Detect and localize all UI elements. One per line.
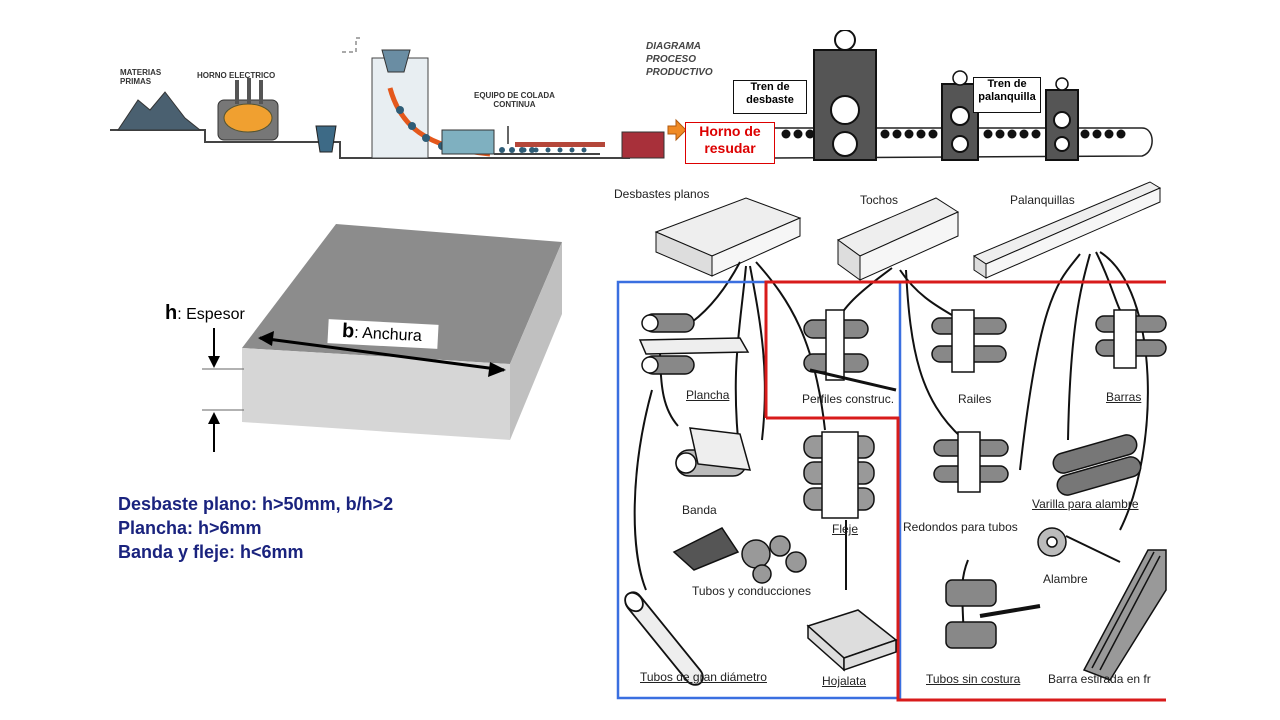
label-redondos: Redondos para tubos (903, 520, 1018, 534)
billet-bar-icon (972, 181, 1162, 279)
continuous-casting-icon (342, 37, 495, 159)
horno-resudar-box: Horno de resudar (685, 122, 775, 164)
tren-desbaste-box: Tren de desbaste (733, 80, 807, 114)
slab-block-icon (654, 197, 802, 277)
varilla-coil-icon (1052, 434, 1142, 496)
plancha-rolls-icon (638, 313, 750, 375)
billet-stack-icon (621, 131, 665, 159)
tubo-gran-diametro-icon (624, 591, 704, 686)
label-tubos-conducciones: Tubos y conducciones (692, 584, 811, 598)
rolling-stand-2-icon (941, 70, 979, 161)
perfiles-rolls-icon (803, 309, 897, 392)
label-tubos-gran-diametro: Tubos de gran diámetro (640, 670, 767, 684)
rolling-stand-3-icon (1045, 77, 1079, 161)
alambre-spool-icon (1037, 527, 1121, 563)
raw-materials-pile-icon (117, 91, 202, 131)
electric-furnace-icon (217, 78, 279, 141)
label-alambre: Alambre (1043, 572, 1088, 586)
tubos-sin-costura-icon (945, 579, 1041, 649)
definition-banda-fleje: Banda y fleje: h<6mm (118, 542, 304, 562)
tren-palanquilla-box: Tren de palanquilla (973, 77, 1041, 113)
barras-rolls-icon (1095, 309, 1167, 369)
label-horno-electrico: HORNO ELECTRICO (197, 71, 276, 80)
rolling-line-conveyor (773, 127, 1153, 159)
flow-arrow-icon (667, 118, 687, 142)
h-espesor-label: h: Espesor (165, 302, 245, 325)
ladle-icon (315, 125, 337, 153)
definitions-block: Desbaste plano: h>50mm, b/h>2 Plancha: h… (118, 492, 393, 564)
label-varilla: Varilla para alambre (1032, 497, 1139, 511)
h-symbol: h (165, 302, 178, 324)
label-desbastes-planos: Desbastes planos (614, 187, 710, 201)
tubos-conducciones-icon (672, 527, 807, 584)
label-perfiles: Perfiles construc. (802, 392, 895, 406)
h-text: : Espesor (177, 306, 245, 323)
bloom-block-icon (836, 197, 960, 281)
label-materias-primas: MATERIAS PRIMAS (120, 68, 162, 86)
barra-estirada-icon (1082, 549, 1167, 681)
label-palanquillas: Palanquillas (1010, 193, 1075, 207)
label-tubos-sin-costura: Tubos sin costura (926, 672, 1021, 686)
label-hojalata: Hojalata (822, 674, 867, 688)
fleje-rolls-icon (803, 431, 875, 519)
redondos-rolls-icon (933, 431, 1009, 493)
rolling-stand-1-icon (813, 30, 877, 161)
process-strip-illustration (110, 30, 1153, 161)
slab-dimension-figure (202, 224, 562, 452)
banda-coil-icon (675, 427, 752, 477)
label-banda: Banda (682, 503, 717, 517)
hojalata-sheets-icon (806, 609, 898, 672)
label-plancha: Plancha (686, 388, 730, 402)
railes-rolls-icon (931, 309, 1007, 373)
label-tochos: Tochos (860, 193, 899, 207)
definition-plancha: Plancha: h>6mm (118, 518, 262, 538)
b-text: : Anchura (353, 324, 423, 346)
diagram-title: DIAGRAMA PROCESO PRODUCTIVO (646, 41, 713, 78)
products-tree-illustration (616, 181, 1167, 702)
label-barras: Barras (1106, 390, 1142, 404)
label-barra-estirada: Barra estirada en fr (1048, 672, 1151, 686)
label-fleje: Fleje (832, 522, 859, 536)
definition-desbaste: Desbaste plano: h>50mm, b/h>2 (118, 494, 394, 514)
roller-line-icon (494, 126, 605, 155)
label-railes: Railes (958, 392, 992, 406)
label-equipo-colada: EQUIPO DE COLADA CONTINUA (474, 91, 555, 109)
